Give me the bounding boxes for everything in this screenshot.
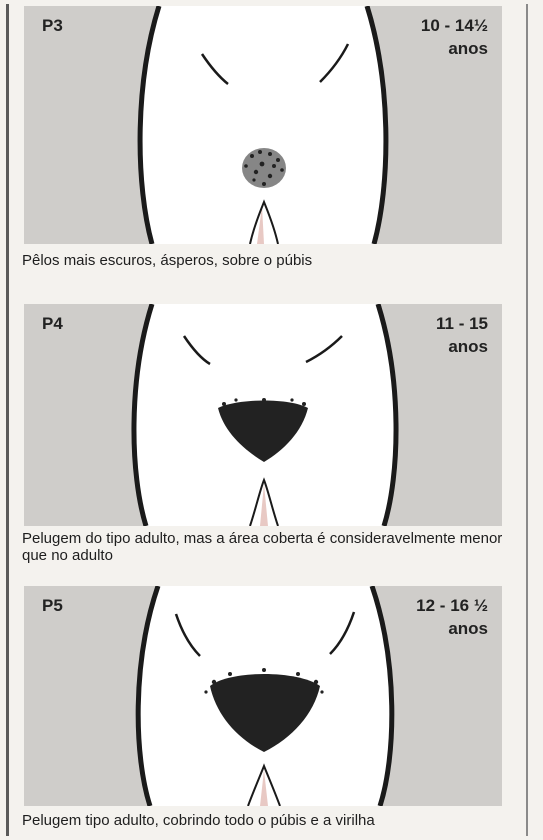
age-range: 12 - 16 ½ bbox=[416, 596, 488, 616]
age-unit: anos bbox=[448, 619, 488, 639]
stage-p4-panel: P4 11 - 15 anos bbox=[24, 304, 502, 526]
age-unit: anos bbox=[448, 39, 488, 59]
stage-p4-illustration bbox=[24, 304, 502, 526]
stage-label: P4 bbox=[42, 314, 63, 334]
stage-p3-panel: P3 10 - 14½ anos bbox=[24, 6, 502, 244]
stage-p5-caption: Pelugem tipo adulto, cobrindo todo o púb… bbox=[22, 812, 506, 829]
age-range: 11 - 15 bbox=[436, 314, 488, 334]
stage-p3-caption: Pêlos mais escuros, ásperos, sobre o púb… bbox=[22, 252, 506, 269]
stage-p4-caption: Pelugem do tipo adulto, mas a área cober… bbox=[22, 530, 506, 564]
age-range: 10 - 14½ bbox=[421, 16, 488, 36]
age-unit: anos bbox=[448, 337, 488, 357]
stage-p3-illustration bbox=[24, 6, 502, 244]
stage-label: P3 bbox=[42, 16, 63, 36]
stage-p5-panel: P5 12 - 16 ½ anos bbox=[24, 586, 502, 806]
stage-label: P5 bbox=[42, 596, 63, 616]
pubic-hair-sparse bbox=[242, 148, 286, 188]
stage-p5-illustration bbox=[24, 586, 502, 806]
